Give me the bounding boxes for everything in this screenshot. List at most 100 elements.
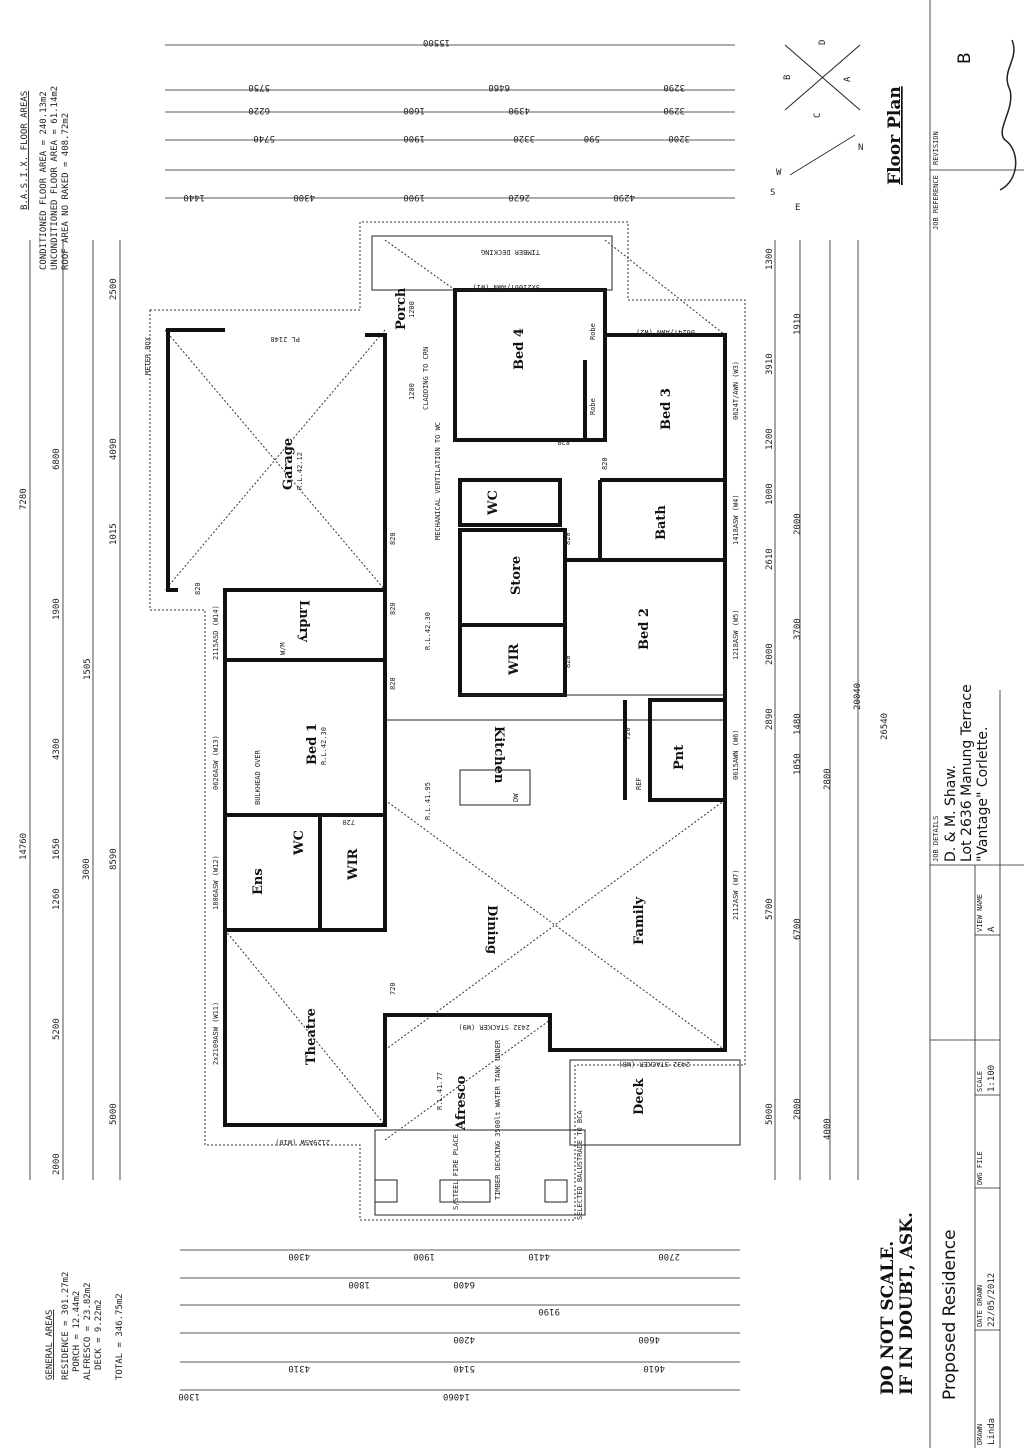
basix-areas: B.A.S.I.X. FLOOR AREAS CONDITIONED FLOOR… (20, 86, 71, 270)
notes-doors-12: 1200 (408, 383, 416, 400)
dimensions-left-5: 1505 (83, 658, 93, 680)
dimensions-bottom-13: 4600 (638, 1334, 660, 1344)
rooms-ref: REF (635, 777, 643, 790)
notes-windows-4: 1218ASW (W5) (732, 609, 740, 660)
dimensions-top-16: 4290 (613, 192, 635, 202)
dimensions-right-13: 1050 (793, 753, 803, 775)
room-theatre: Theatre (304, 1008, 319, 1065)
dimensions-right-3: 3910 (765, 353, 775, 375)
room-wc-2: WC (486, 490, 501, 516)
dimensions-top-17: 1440 (183, 192, 205, 202)
title-block-job-details-0: D. & M. Shaw. (943, 765, 959, 862)
rooms-garage-rl: R.L.42.12 (296, 452, 304, 490)
project-name: Proposed Residence (940, 1229, 960, 1400)
basix-lines-1: UNCONDITIONED FLOOR AREA = 61.14m2 (50, 86, 60, 270)
dimensions-bottom-10: 1800 (348, 1279, 370, 1289)
dimensions-top-10: 3320 (513, 133, 535, 143)
notes-doors-9: 720 (342, 818, 355, 826)
notes-windows-12: 0626ASW (W13) (212, 735, 220, 790)
compass-letters-1: D (818, 40, 828, 45)
dimensions-left-12: 6800 (52, 448, 62, 470)
decking-areas (371, 235, 741, 1216)
dimensions-right-8: 2610 (765, 548, 775, 570)
title-block-date-label: DATE DRAWN (976, 1285, 984, 1327)
dimensions-right-10: 2000 (765, 643, 775, 665)
title-block-job-details-2: "Vantage" Corlette. (975, 727, 991, 862)
notes-dining-rl: R.L.41.95 (424, 782, 432, 820)
notes-windows-1: 0624T/AWN (W2) (636, 328, 695, 336)
notes-doors-0: 820 (194, 582, 202, 595)
compass-letters-2: C (813, 113, 823, 118)
dimensions-left-8: 1260 (52, 888, 62, 910)
room-bed-2: Bed 2 (637, 608, 652, 650)
dimensions-right-6: 1000 (765, 483, 775, 505)
basix-lines-0: CONDITIONED FLOOR AREA = 240.13m2 (39, 91, 49, 270)
title-block-revision-label: REVISION (932, 131, 940, 165)
dimensions-left-1: 14760 (19, 833, 29, 860)
notes-windows-0: 3x2106T/AWN (W1) (473, 283, 540, 291)
dimensions-left-6: 4300 (52, 738, 62, 760)
rooms-robe1: Robe (589, 323, 597, 340)
notes-mech-vent: MECHANICAL VENTILATION TO WC (434, 422, 442, 540)
notes-doors-1: 820 (389, 532, 397, 545)
compass-w: W (776, 168, 782, 178)
room-ensuite: Ens (251, 868, 266, 895)
room-porch: Porch (394, 287, 409, 330)
notes-windows-6: 2112ASW (W7) (732, 869, 740, 920)
room-bed-1: Bed 1 (305, 723, 320, 765)
dimensions-right-12: 1480 (793, 713, 803, 735)
room-family: Family (632, 896, 647, 945)
dimensions-left-15: 8590 (109, 848, 119, 870)
dimension-labels: 15500 5750 6460 3290 6220 1600 4390 3290… (19, 37, 890, 1401)
room-afresco: Afresco (454, 1075, 469, 1131)
title-block-scale-label: SCALE (976, 1071, 984, 1092)
title-block-date: 22/05/2012 (987, 1273, 997, 1327)
dimensions-bottom-1: 1300 (178, 1391, 200, 1401)
room-laundry: Lndry (296, 600, 311, 643)
dimensions-right-4: 1910 (793, 313, 803, 335)
dimensions-top-9: 1900 (403, 133, 425, 143)
compass-s: S (770, 188, 775, 198)
notes-fireplace: S/STEEL FIRE PLACE (452, 1134, 460, 1210)
dimensions-left-3: 4090 (109, 438, 119, 460)
walls (166, 288, 727, 1127)
dimensions-top-0: 15500 (423, 37, 450, 47)
rooms-robe2: Robe (589, 398, 597, 415)
notes-windows-10: 2x2109ASW (W11) (212, 1002, 220, 1065)
compass-letters-3: A (843, 76, 853, 82)
title-block-drawn: Linda (987, 1418, 997, 1445)
notes-windows-7: 2432 STACKER (W8) (618, 1060, 690, 1068)
title-block-view: A (987, 926, 997, 932)
notes-doors-10: 720 (389, 982, 397, 995)
title-block-drawn-label: DRAWN (976, 1424, 984, 1445)
dimensions-left-10: 5000 (109, 1103, 119, 1125)
room-garage: Garage (281, 438, 296, 490)
dimensions-right-0: 26540 (880, 713, 890, 740)
dimensions-bottom-6: 1900 (413, 1251, 435, 1261)
room-kitchen: Kitchen (491, 726, 506, 784)
general-areas-lines-2: ALFRESCO = 23.82m2 (83, 1282, 93, 1380)
dimensions-bottom-2: 4310 (288, 1363, 310, 1373)
title-block-job-details-1: Lot 2636 Manung Terrace (959, 684, 975, 862)
dimensions-left-9: 5200 (52, 1018, 62, 1040)
dimensions-right-11: 2890 (765, 708, 775, 730)
dimensions-bottom-4: 4610 (643, 1363, 665, 1373)
dimensions-right-14: 5700 (765, 898, 775, 920)
dimensions-top-2: 6460 (488, 82, 510, 92)
general-areas-lines-1: PORCH = 12.44m2 (72, 1291, 82, 1372)
dimensions-bottom-11: 9190 (538, 1306, 560, 1316)
notes-wm: W/M (279, 642, 287, 655)
dimensions-top-6: 4390 (508, 105, 530, 115)
notes-meter-box: METER BOX (144, 336, 152, 375)
notes-bulkhead: BULKHEAD OVER (254, 749, 262, 805)
dimensions-left-14: 3000 (82, 858, 92, 880)
rooms-bed1-rl: R.L.42.30 (320, 727, 328, 765)
dimensions-right-15: 6700 (793, 918, 803, 940)
room-labels: Garage R.L.42.12 Lndry Bed 1 R.L.42.30 E… (251, 287, 687, 1131)
room-wir-2: WIR (507, 643, 522, 676)
compass-n: N (858, 143, 863, 153)
north-arrow-icon (789, 134, 856, 176)
notes-windows-9: 2129ASW (W10) (275, 1138, 330, 1146)
basix-lines-2: ROOF AREA NO RAKED = 408.72m2 (61, 113, 71, 270)
dimensions-right-17: 2000 (793, 1098, 803, 1120)
